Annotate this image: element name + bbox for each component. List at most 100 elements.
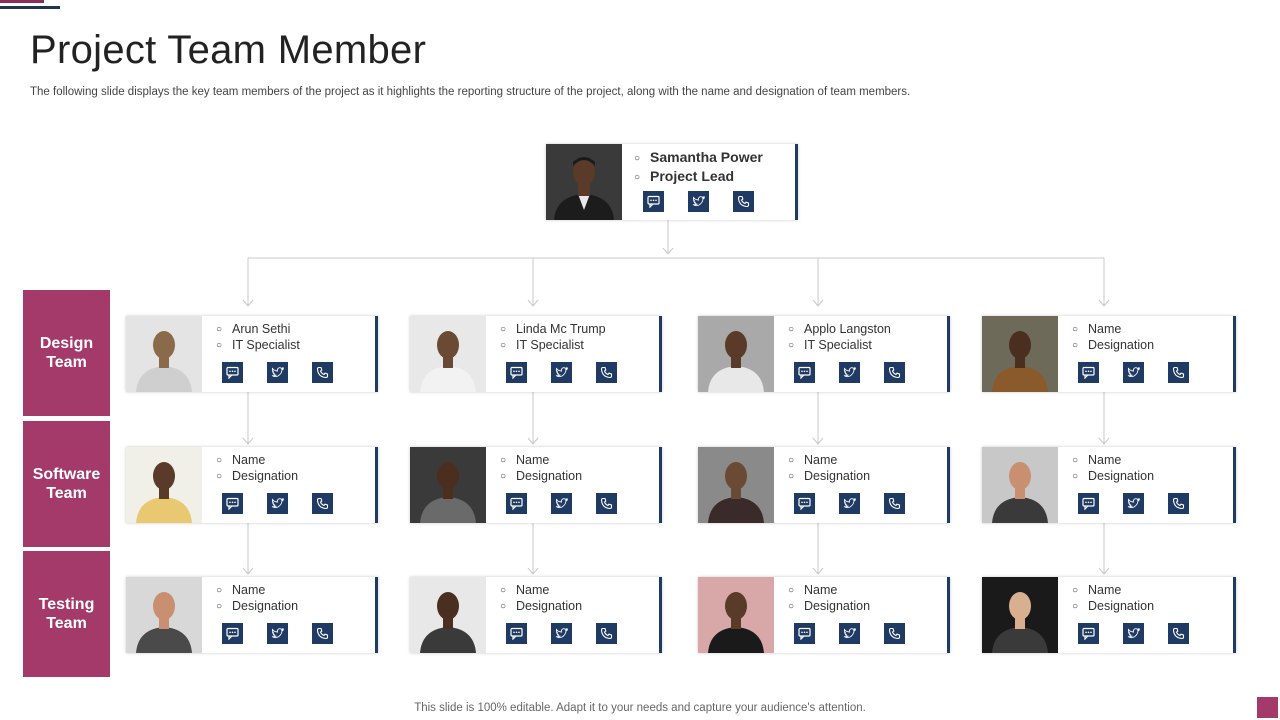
member-name: Name xyxy=(516,453,550,467)
member-name: Name xyxy=(1088,583,1122,597)
chat-icon[interactable] xyxy=(794,362,815,383)
chat-icon[interactable] xyxy=(1078,493,1099,514)
footer-note: This slide is 100% editable. Adapt it to… xyxy=(414,702,866,714)
member-designation: Designation xyxy=(804,468,871,483)
member-designation: IT Specialist xyxy=(232,337,300,352)
team-label-text: Design Team xyxy=(39,335,94,371)
member-card: ○Name○Designation xyxy=(126,577,378,653)
team-label-software: Software Team xyxy=(23,421,110,547)
member-designation: Designation xyxy=(516,468,583,483)
phone-icon[interactable] xyxy=(1168,623,1189,644)
phone-icon[interactable] xyxy=(884,623,905,644)
member-photo xyxy=(698,447,774,523)
chat-icon[interactable] xyxy=(222,493,243,514)
member-name: Name xyxy=(804,453,838,467)
member-card: ○Name○Designation xyxy=(698,577,950,653)
phone-icon[interactable] xyxy=(1168,362,1189,383)
team-label-text: Testing Team xyxy=(38,596,95,632)
twitter-icon[interactable] xyxy=(839,362,860,383)
member-card: ○Linda Mc Trump○IT Specialist xyxy=(410,316,662,392)
member-photo xyxy=(410,316,486,392)
member-photo xyxy=(410,447,486,523)
phone-icon[interactable] xyxy=(596,362,617,383)
chat-icon[interactable] xyxy=(506,362,527,383)
member-card: ○Name○Designation xyxy=(410,447,662,523)
twitter-icon[interactable] xyxy=(1123,623,1144,644)
lead-card: ○Samantha Power ○Project Lead xyxy=(546,144,798,220)
chat-icon[interactable] xyxy=(222,362,243,383)
member-name: Name xyxy=(232,583,266,597)
member-photo xyxy=(982,447,1058,523)
member-card: ○Name○Designation xyxy=(982,316,1236,392)
twitter-icon[interactable] xyxy=(839,623,860,644)
phone-icon[interactable] xyxy=(312,362,333,383)
member-designation: Designation xyxy=(232,598,299,613)
member-designation: Designation xyxy=(1088,598,1155,613)
member-designation: IT Specialist xyxy=(804,337,872,352)
phone-icon[interactable] xyxy=(312,623,333,644)
lead-photo xyxy=(546,144,622,220)
member-card: ○Applo Langston○IT Specialist xyxy=(698,316,950,392)
chat-icon[interactable] xyxy=(222,623,243,644)
member-photo xyxy=(126,316,202,392)
chat-icon[interactable] xyxy=(506,623,527,644)
twitter-icon[interactable] xyxy=(551,362,572,383)
member-card: ○Name○Designation xyxy=(126,447,378,523)
member-photo xyxy=(698,577,774,653)
phone-icon[interactable] xyxy=(884,362,905,383)
twitter-icon[interactable] xyxy=(267,362,288,383)
member-designation: Designation xyxy=(516,598,583,613)
phone-icon[interactable] xyxy=(884,493,905,514)
member-photo xyxy=(410,577,486,653)
phone-icon[interactable] xyxy=(312,493,333,514)
member-card: ○Name○Designation xyxy=(982,577,1236,653)
member-photo xyxy=(126,447,202,523)
member-designation: Designation xyxy=(1088,468,1155,483)
twitter-icon[interactable] xyxy=(267,493,288,514)
team-label-design: Design Team xyxy=(23,290,110,416)
member-photo xyxy=(126,577,202,653)
chat-icon[interactable] xyxy=(794,623,815,644)
member-name: Arun Sethi xyxy=(232,322,291,336)
member-name: Name xyxy=(1088,453,1122,467)
team-label-testing: Testing Team xyxy=(23,551,110,677)
twitter-icon[interactable] xyxy=(1123,493,1144,514)
phone-icon[interactable] xyxy=(596,493,617,514)
chat-icon[interactable] xyxy=(794,493,815,514)
member-card: ○Name○Designation xyxy=(410,577,662,653)
top-accent-bar-dark xyxy=(0,6,60,9)
member-card: ○Arun Sethi○IT Specialist xyxy=(126,316,378,392)
top-accent-bar xyxy=(0,0,44,3)
member-name: Name xyxy=(1088,322,1122,336)
lead-name: Samantha Power xyxy=(650,149,763,165)
twitter-icon[interactable] xyxy=(267,623,288,644)
chat-icon[interactable] xyxy=(1078,623,1099,644)
member-card: ○Name○Designation xyxy=(698,447,950,523)
twitter-icon[interactable] xyxy=(1123,362,1144,383)
chat-icon[interactable] xyxy=(643,191,664,212)
twitter-icon[interactable] xyxy=(551,493,572,514)
page-title: Project Team Member xyxy=(30,28,427,72)
member-designation: Designation xyxy=(804,598,871,613)
twitter-icon[interactable] xyxy=(551,623,572,644)
member-photo xyxy=(698,316,774,392)
member-photo xyxy=(982,577,1058,653)
member-designation: Designation xyxy=(232,468,299,483)
team-label-text: Software Team xyxy=(32,466,101,502)
corner-accent xyxy=(1257,697,1278,718)
member-designation: IT Specialist xyxy=(516,337,584,352)
twitter-icon[interactable] xyxy=(688,191,709,212)
chat-icon[interactable] xyxy=(1078,362,1099,383)
page-subtitle: The following slide displays the key tea… xyxy=(30,86,911,98)
member-name: Name xyxy=(804,583,838,597)
twitter-icon[interactable] xyxy=(839,493,860,514)
member-name: Applo Langston xyxy=(804,322,891,336)
phone-icon[interactable] xyxy=(596,623,617,644)
phone-icon[interactable] xyxy=(733,191,754,212)
lead-designation: Project Lead xyxy=(650,167,735,184)
phone-icon[interactable] xyxy=(1168,493,1189,514)
member-name: Name xyxy=(232,453,266,467)
member-name: Linda Mc Trump xyxy=(516,322,606,336)
chat-icon[interactable] xyxy=(506,493,527,514)
